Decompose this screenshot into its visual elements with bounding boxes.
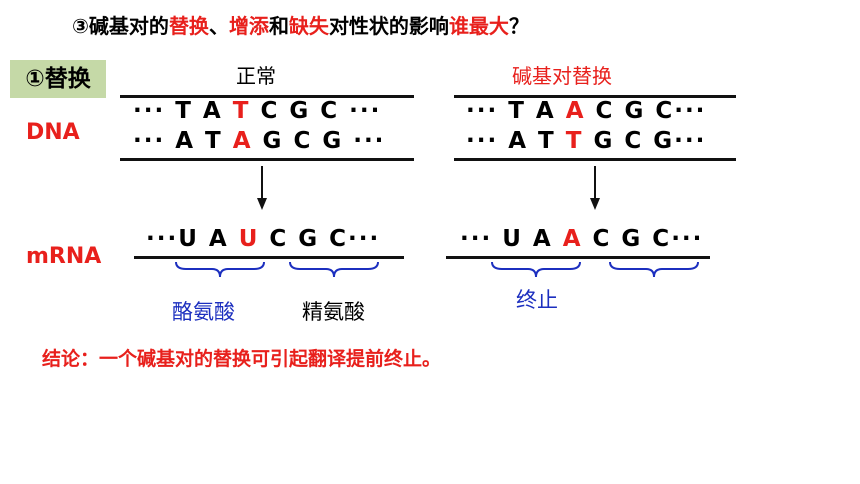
normal-amino-acid-1: 酪氨酸 xyxy=(172,300,235,324)
mutant-codon-brace-1 xyxy=(491,261,581,278)
normal-arrow-head xyxy=(257,198,267,210)
normal-mrna-line xyxy=(134,256,404,259)
section-badge: ①替换 xyxy=(10,60,106,98)
normal-dna-bottom-line xyxy=(120,158,414,161)
normal-dna-top-line xyxy=(120,95,414,98)
mutant-transcription-arrow xyxy=(594,166,596,200)
normal-amino-acid-2: 精氨酸 xyxy=(302,300,365,324)
mutant-mrna-line xyxy=(446,256,710,259)
mrna-row-label: mRNA xyxy=(26,244,102,269)
mutant-dna-bottom-line xyxy=(454,158,736,161)
mutant-codon-brace-2 xyxy=(609,261,699,278)
mutant-dna-top-strand: ··· T A A C G C··· xyxy=(466,98,707,124)
normal-mrna-strand: ···U A U C G C··· xyxy=(146,226,381,252)
page-title: ③碱基对的替换、增添和缺失对性状的影响谁最大？ xyxy=(72,14,529,38)
mutant-mrna-strand: ··· U A A C G C··· xyxy=(460,226,704,252)
dna-row-label: DNA xyxy=(26,120,80,145)
normal-transcription-arrow xyxy=(261,166,263,200)
normal-dna-bottom-strand: ··· A T A G C G ··· xyxy=(133,128,386,154)
normal-dna-top-strand: ··· T A T C G C ··· xyxy=(133,98,382,124)
mutant-stop-label: 终止 xyxy=(516,288,558,312)
mutant-dna-bottom-strand: ··· A T T G C G··· xyxy=(466,128,707,154)
normal-codon-brace-2 xyxy=(289,261,379,278)
mutant-dna-top-line xyxy=(454,95,736,98)
normal-codon-brace-1 xyxy=(175,261,265,278)
conclusion-text: 结论：一个碱基对的替换可引起翻译提前终止。 xyxy=(42,348,442,370)
mutant-arrow-head xyxy=(590,198,600,210)
normal-heading: 正常 xyxy=(236,64,276,88)
mutant-heading: 碱基对替换 xyxy=(512,64,612,88)
